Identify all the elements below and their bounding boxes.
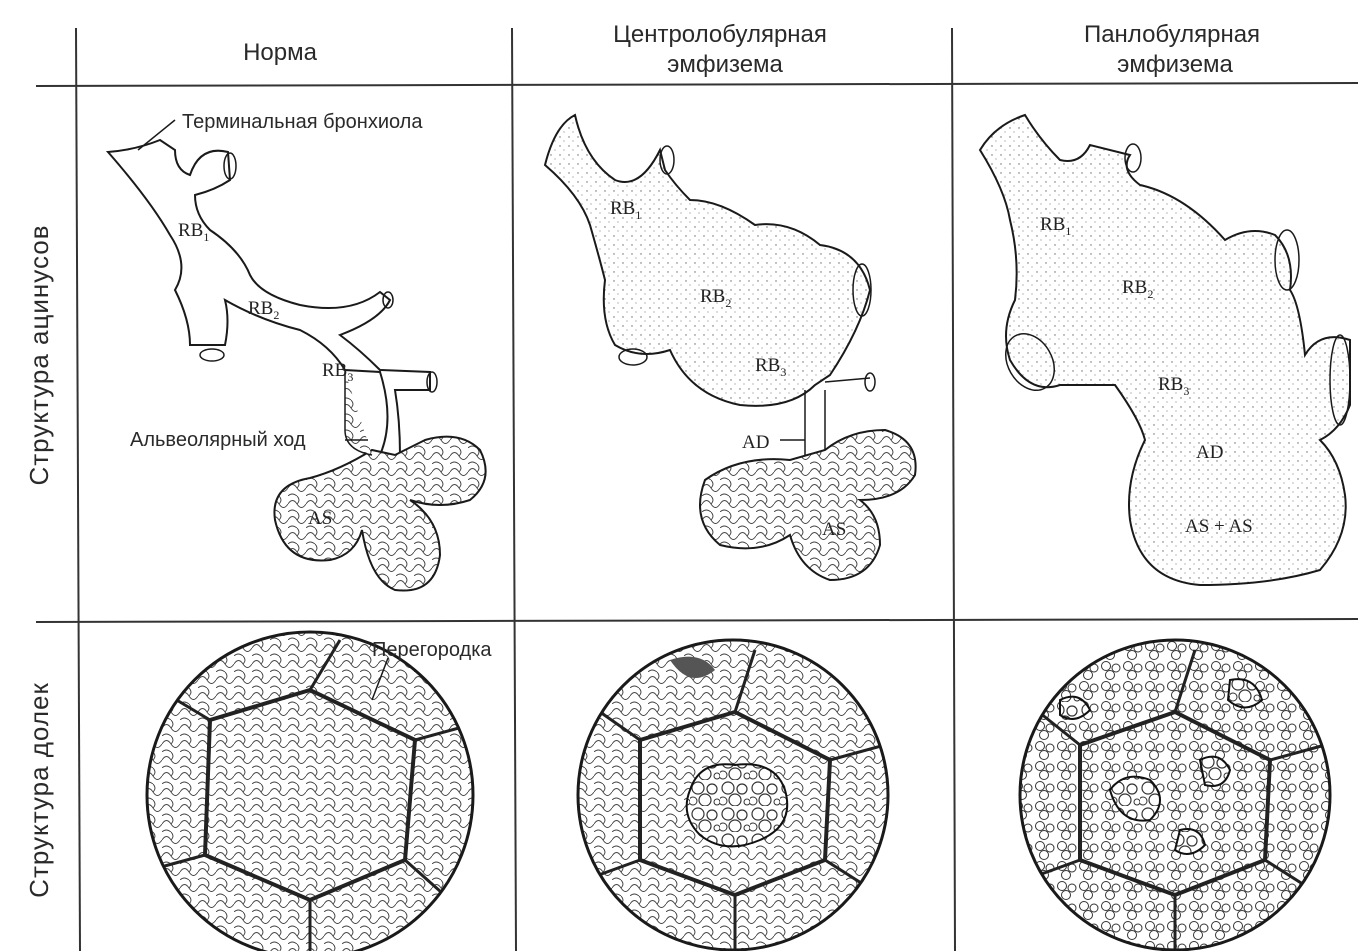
annotation-alveolar-duct: Альвеолярный ход [130,429,306,451]
label-normal-as: AS [308,508,332,529]
header-centrilobular-line1: Центролобулярная [613,21,827,48]
header-panlobular-line2: эмфизема [1117,51,1233,78]
panlobular-lobule-circle [1015,630,1345,951]
centrilobular-lobule-circle [570,630,900,951]
centrilobular-acinus-drawing [545,115,916,580]
normal-acinus-drawing [108,120,486,591]
annotation-septum: Перегородка [372,639,492,661]
header-panlobular-line1: Панлобулярная [1084,21,1260,48]
panlobular-acinus-drawing [980,115,1350,585]
row-label-lobule: Структура долек [24,682,54,898]
row-label-acinus: Структура ацинусов [24,224,54,485]
normal-lobule-circle [140,630,480,951]
header-normal: Норма [243,39,318,66]
header-centrilobular-line2: эмфизема [667,51,783,78]
label-centri-as: AS [822,519,846,540]
label-pan-as-as: AS + AS [1185,516,1253,537]
annotation-terminal-bronchiole: Терминальная бронхиола [182,111,423,133]
label-centri-ad: AD [742,432,769,453]
label-pan-ad: AD [1196,442,1223,463]
